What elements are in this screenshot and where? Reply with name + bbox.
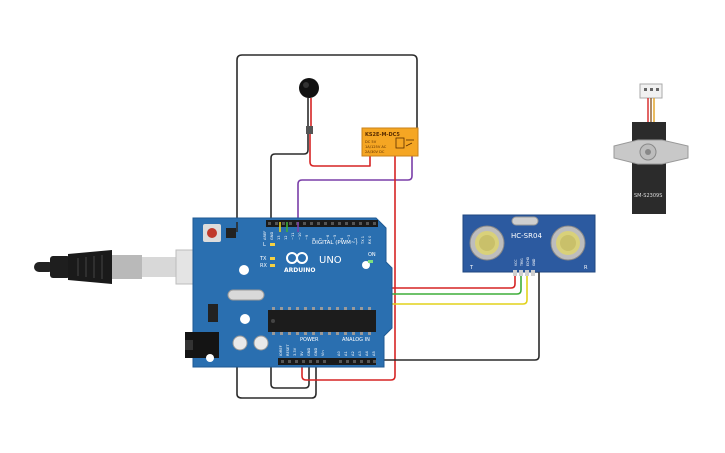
model-text: UNO [319, 255, 342, 266]
sensor-t-mark: T [469, 265, 474, 271]
led-tx [270, 257, 275, 260]
reset-button-icon[interactable] [203, 224, 221, 242]
analog-pin-labels: A0 A1 A2 A3 A4 A5 [337, 351, 376, 356]
voltage-regulator [208, 304, 218, 322]
pin-label: A1 [344, 351, 348, 356]
label-tx: TX [259, 256, 267, 262]
relay-spec-3: 2A/30V DC [365, 150, 385, 154]
arduino-uno-board[interactable]: TX RX L ON AREF GND 13 12 ~11 ~10 [185, 217, 393, 368]
pin-label: GND [314, 348, 318, 356]
pin-label: Vin [321, 350, 325, 356]
brand-text: ARDUINO [284, 267, 315, 274]
pin-label: A0 [337, 351, 341, 356]
pin-label: AREF [263, 231, 267, 240]
pin-label: RESET [286, 344, 290, 356]
analog-header-label: ANALOG IN [342, 337, 370, 343]
sensor-crystal [511, 216, 539, 226]
capacitor [253, 335, 269, 351]
sensor-pin-labels: VCC TRIG ECHO GND [514, 256, 536, 267]
pin-label: GND [270, 232, 274, 240]
pin-label: ~10 [298, 232, 302, 240]
pin-label: 13 [277, 235, 281, 240]
relay-symbol [395, 137, 414, 149]
transducer-right [550, 225, 586, 261]
pin-label: 12 [284, 235, 288, 240]
relay-spec-2: 1A/125V AC [365, 145, 387, 149]
pin-label: 3.3V [293, 347, 297, 356]
capacitor [232, 335, 248, 351]
pin-label: ~5 [333, 235, 337, 240]
pin-label: 4 [340, 237, 344, 240]
pin-label: VCC [514, 259, 518, 266]
relay-module[interactable]: KS2E-M-DC5 DC 5V 1A/125V AC 2A/30V DC [361, 127, 419, 157]
wire-red-relay-5v[interactable] [301, 150, 396, 381]
led-l [270, 243, 275, 246]
mount-hole [240, 314, 250, 324]
pin-label: GND [307, 348, 311, 356]
wire-purple-relay-pin[interactable] [297, 149, 413, 228]
label-on: ON [368, 252, 376, 258]
pin-label: 2 [354, 238, 358, 240]
pin-label: IOREF [279, 345, 283, 356]
digital-header[interactable] [266, 220, 378, 227]
atmega-chip [268, 307, 376, 335]
pin-label: A3 [358, 351, 362, 356]
servo-body [632, 122, 666, 214]
digital-header-label: DIGITAL (PWM~) [312, 240, 358, 246]
wire-black-outer[interactable] [236, 54, 418, 228]
power-pin-labels: IOREF RESET 3.3V 5V GND GND Vin [279, 344, 325, 356]
wire-black-outer-bottom[interactable] [236, 228, 317, 399]
usb-cable-icon[interactable] [34, 249, 207, 285]
pin-label: 7 [319, 238, 323, 240]
transducer-left [469, 225, 505, 261]
pin-label: 5V [300, 351, 304, 356]
led-on [368, 260, 373, 263]
relay-model: KS2E-M-DC5 [365, 132, 400, 138]
servo-motor[interactable]: SM-S2309S [613, 83, 689, 214]
pin-label: ~11 [291, 232, 295, 240]
mount-hole [206, 354, 214, 362]
pin-label: ~3 [347, 235, 351, 240]
wire-ends [236, 222, 299, 232]
wire-red-buzzer-relay[interactable] [309, 134, 371, 167]
sensor-r-mark: R [584, 265, 588, 271]
arduino-logo: ARDUINO UNO [284, 252, 342, 274]
pin-label: TRIG [520, 258, 524, 267]
label-l: L [263, 242, 266, 248]
sensor-model: HC-SR04 [511, 232, 542, 240]
power-analog-header[interactable] [278, 358, 376, 365]
label-rx: RX [260, 263, 267, 269]
pin-label: GND [532, 258, 536, 266]
hc-sr04-sensor[interactable]: HC-SR04 T R VCC TRIG ECHO GND [462, 214, 596, 276]
dc-jack-icon [185, 332, 219, 358]
pin-label: ECHO [526, 256, 530, 266]
pin-label: A2 [351, 351, 355, 356]
pin-label: TX 1 [361, 236, 365, 245]
vibration-motor-icon[interactable] [299, 78, 319, 134]
power-header-label: POWER [300, 337, 319, 343]
pin-label: 8 [312, 237, 316, 240]
mount-hole [239, 265, 249, 275]
pin-label: RX 0 [368, 235, 372, 244]
crystal-oscillator [227, 289, 265, 301]
pin-label: ~9 [305, 234, 309, 240]
relay-spec-1: DC 5V [365, 140, 377, 144]
servo-model: SM-S2309S [634, 193, 662, 199]
digital-pin-labels: AREF GND 13 12 ~11 ~10 ~9 8 7 ~6 ~5 4 ~3… [263, 231, 372, 245]
pin-label: A5 [372, 351, 376, 356]
sensor-pins[interactable] [513, 270, 535, 276]
led-rx [270, 264, 275, 267]
pin-label: A4 [365, 351, 369, 356]
pin-label: ~6 [326, 234, 330, 240]
